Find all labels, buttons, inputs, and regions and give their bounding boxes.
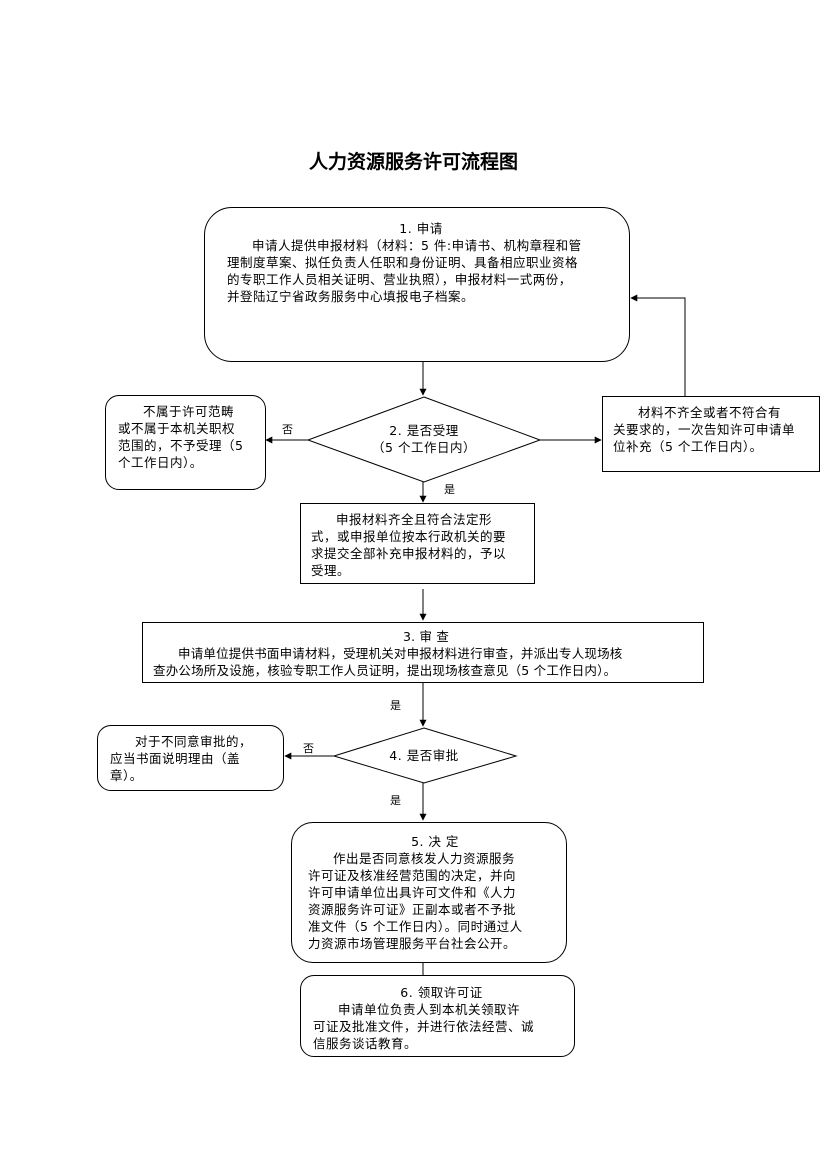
accept-decision-text: 2. 是否受理 （5 个工作日内） [338,422,510,456]
page-title: 人力资源服务许可流程图 [308,151,518,173]
decide-line: 作出是否同意核发人力资源服务 [333,851,516,866]
accepted-box: 申报材料齐全且符合法定形 式，或申报单位按本行政机关的要 求提交全部补充申报材料… [300,503,535,584]
disapprove-box: 对于不同意审批的， 应当书面说明理由（盖 章）。 [97,725,284,791]
accepted-line: 受理。 [311,563,351,578]
incomplete-line: 材料不齐全或者不符合有 [638,405,782,420]
incomplete-materials-box: 材料不齐全或者不符合有 关要求的，一次告知许可申请单 位补充（5 个工作日内）。 [602,396,820,472]
not-in-scope-line: 个工作日内）。 [118,455,203,470]
incomplete-line: 位补充（5 个工作日内）。 [613,439,763,454]
incomplete-line: 关要求的，一次告知许可申请单 [613,422,796,437]
decision-diamond-accept [306,396,542,483]
disapprove-line: 对于不同意审批的， [135,734,253,749]
decide-line: 力资源市场管理服务平台社会公开。 [308,936,517,951]
review-line: 查办公场所及设施，核验专职工作人员证明，提出现场核查意见（5 个工作日内）。 [153,663,617,678]
decide-heading: 5. 决 定 [411,834,459,849]
step-apply-line: 的专职工作人员相关证明、营业执照），申报材料一式两份， [227,272,572,287]
decision-diamond-approve [332,727,518,784]
collect-line: 可证及批准文件，并进行依法经营、诚 [313,1019,535,1034]
review-box: 3. 审 查 申请单位提供书面申请材料，受理机关对申报材料进行审查，并派出专人现… [142,622,704,683]
not-in-scope-line: 或不属于本机关职权 [118,421,236,436]
decide-line: 许可证及核准经营范围的决定，并向 [308,868,517,883]
edge-label-yes-accept: 是 [444,483,455,496]
collect-box: 6. 领取许可证 申请单位负责人到本机关领取许 可证及批准文件，并进行依法经营、… [300,975,575,1057]
decide-line: 准文件（5 个工作日内）。同时通过人 [308,919,523,934]
step-apply-heading: 1. 申请 [399,221,443,236]
review-line: 申请单位提供书面申请材料，受理机关对申报材料进行审查，并派出专人现场核 [178,646,623,661]
step-apply-box: 1. 申请 申请人提供申报材料（材料：5 件:申请书、机构章程和管 理制度草案、… [204,207,630,362]
collect-line: 信服务谈话教育。 [313,1036,418,1051]
decide-line: 资源服务许可证》正副本或者不予批 [308,902,517,917]
not-in-scope-line: 不属于许可范畴 [143,404,235,419]
not-in-scope-box: 不属于许可范畴 或不属于本机关职权 范围的，不予受理（5 个工作日内）。 [105,395,266,490]
step-apply-line: 并登陆辽宁省政务服务中心填报电子档案。 [227,289,475,304]
not-in-scope-line: 范围的，不予受理（5 [118,438,244,453]
accept-decision-label: 2. 是否受理 [389,423,459,438]
accepted-line: 求提交全部补充申报材料的，予以 [311,546,507,561]
edge-label-yes-approve: 是 [390,794,401,807]
collect-heading: 6. 领取许可证 [400,985,483,1000]
disapprove-line: 章）。 [110,768,143,783]
step-apply-line: 理制度草案、拟任负责人任职和身份证明、具备相应职业资格 [227,255,579,270]
accepted-line: 式，或申报单位按本行政机关的要 [311,529,507,544]
step-apply-line: 申请人提供申报材料（材料：5 件:申请书、机构章程和管 [252,238,582,253]
disapprove-line: 应当书面说明理由（盖 [110,751,241,766]
review-heading: 3. 审 查 [402,629,450,644]
approve-decision-text: 4. 是否审批 [364,747,484,764]
accept-decision-timeframe: （5 个工作日内） [372,440,476,455]
edge-label-no-accept: 否 [282,423,293,436]
accepted-line: 申报材料齐全且符合法定形 [336,512,493,527]
collect-line: 申请单位负责人到本机关领取许 [338,1002,521,1017]
decide-box: 5. 决 定 作出是否同意核发人力资源服务 许可证及核准经营范围的决定，并向 许… [291,822,567,963]
edge-label-yes-review: 是 [390,699,401,712]
approve-decision-label: 4. 是否审批 [389,748,459,763]
arrow-incomplete-back [630,294,686,396]
decide-line: 许可申请单位出具许可文件和《人力 [308,885,517,900]
edge-label-no-approve: 否 [303,742,314,755]
